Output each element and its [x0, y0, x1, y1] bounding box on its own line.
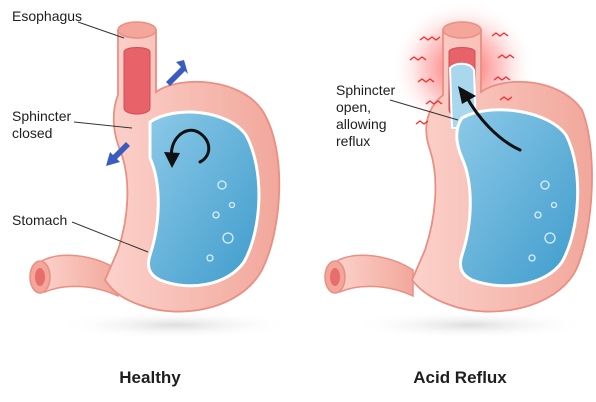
caption-healthy: Healthy — [70, 368, 230, 388]
reflux-duodenum-lumen — [330, 268, 340, 286]
reflux-duodenum — [335, 255, 413, 296]
label-stomach: Stomach — [12, 212, 67, 229]
healthy-shadow — [55, 311, 295, 339]
label-sphincter-closed: Sphincter closed — [12, 108, 71, 142]
reflux-esophagus-rim — [443, 22, 481, 38]
reflux-stomach — [325, 0, 592, 339]
healthy-esophagus-rim — [118, 22, 156, 38]
healthy-duodenum-lumen — [35, 268, 45, 286]
healthy-esophagus-lumen — [124, 48, 150, 115]
healthy-stomach — [30, 22, 295, 339]
reflux-shadow — [350, 311, 590, 339]
reflux-acid — [457, 110, 578, 286]
caption-acid-reflux: Acid Reflux — [380, 368, 540, 388]
label-sphincter-open: Sphincter open, allowing reflux — [336, 82, 395, 150]
label-esophagus: Esophagus — [12, 8, 82, 25]
